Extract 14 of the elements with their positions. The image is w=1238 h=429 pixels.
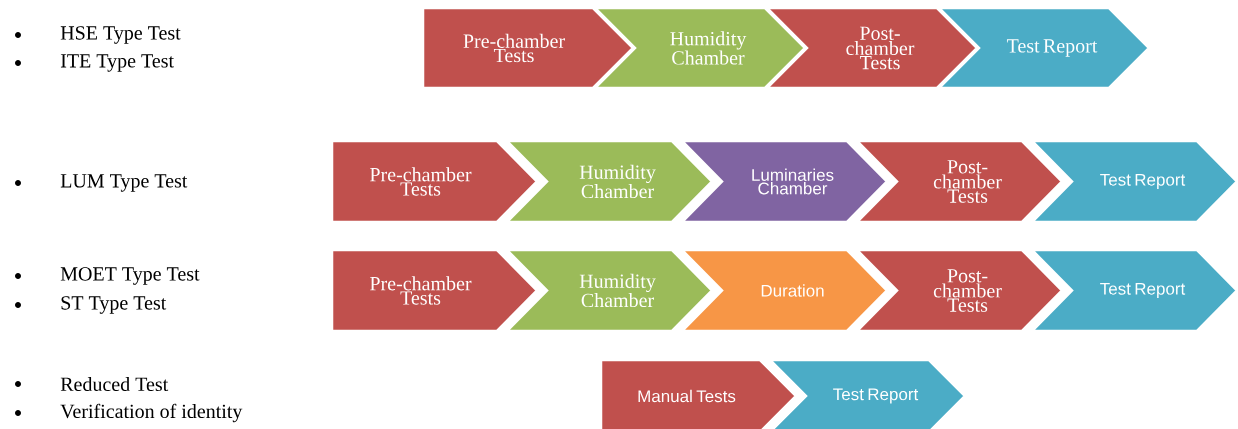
bullet-item: Reduced Test: [15, 376, 169, 392]
bullet-item: HSE Type Test: [15, 26, 181, 44]
process-step: Test Report: [767, 358, 967, 429]
process-step: Test Report: [1029, 248, 1238, 333]
bullet-item: Verification of identity: [15, 403, 243, 423]
process-step: Test Report: [1029, 139, 1238, 224]
bullet-item: ITE Type Test: [15, 54, 174, 72]
process-step: Pre-chamber Tests: [421, 6, 635, 90]
process-step: Pre-chamber Tests: [330, 139, 539, 224]
bullet-item: LUM Type Test: [15, 174, 188, 192]
process-step: Pre-chamber Tests: [330, 248, 539, 333]
process-step: Manual Tests: [599, 358, 798, 429]
bullet-item: MOET Type Test: [15, 267, 200, 285]
bullet-item: ST Type Test: [15, 296, 167, 314]
